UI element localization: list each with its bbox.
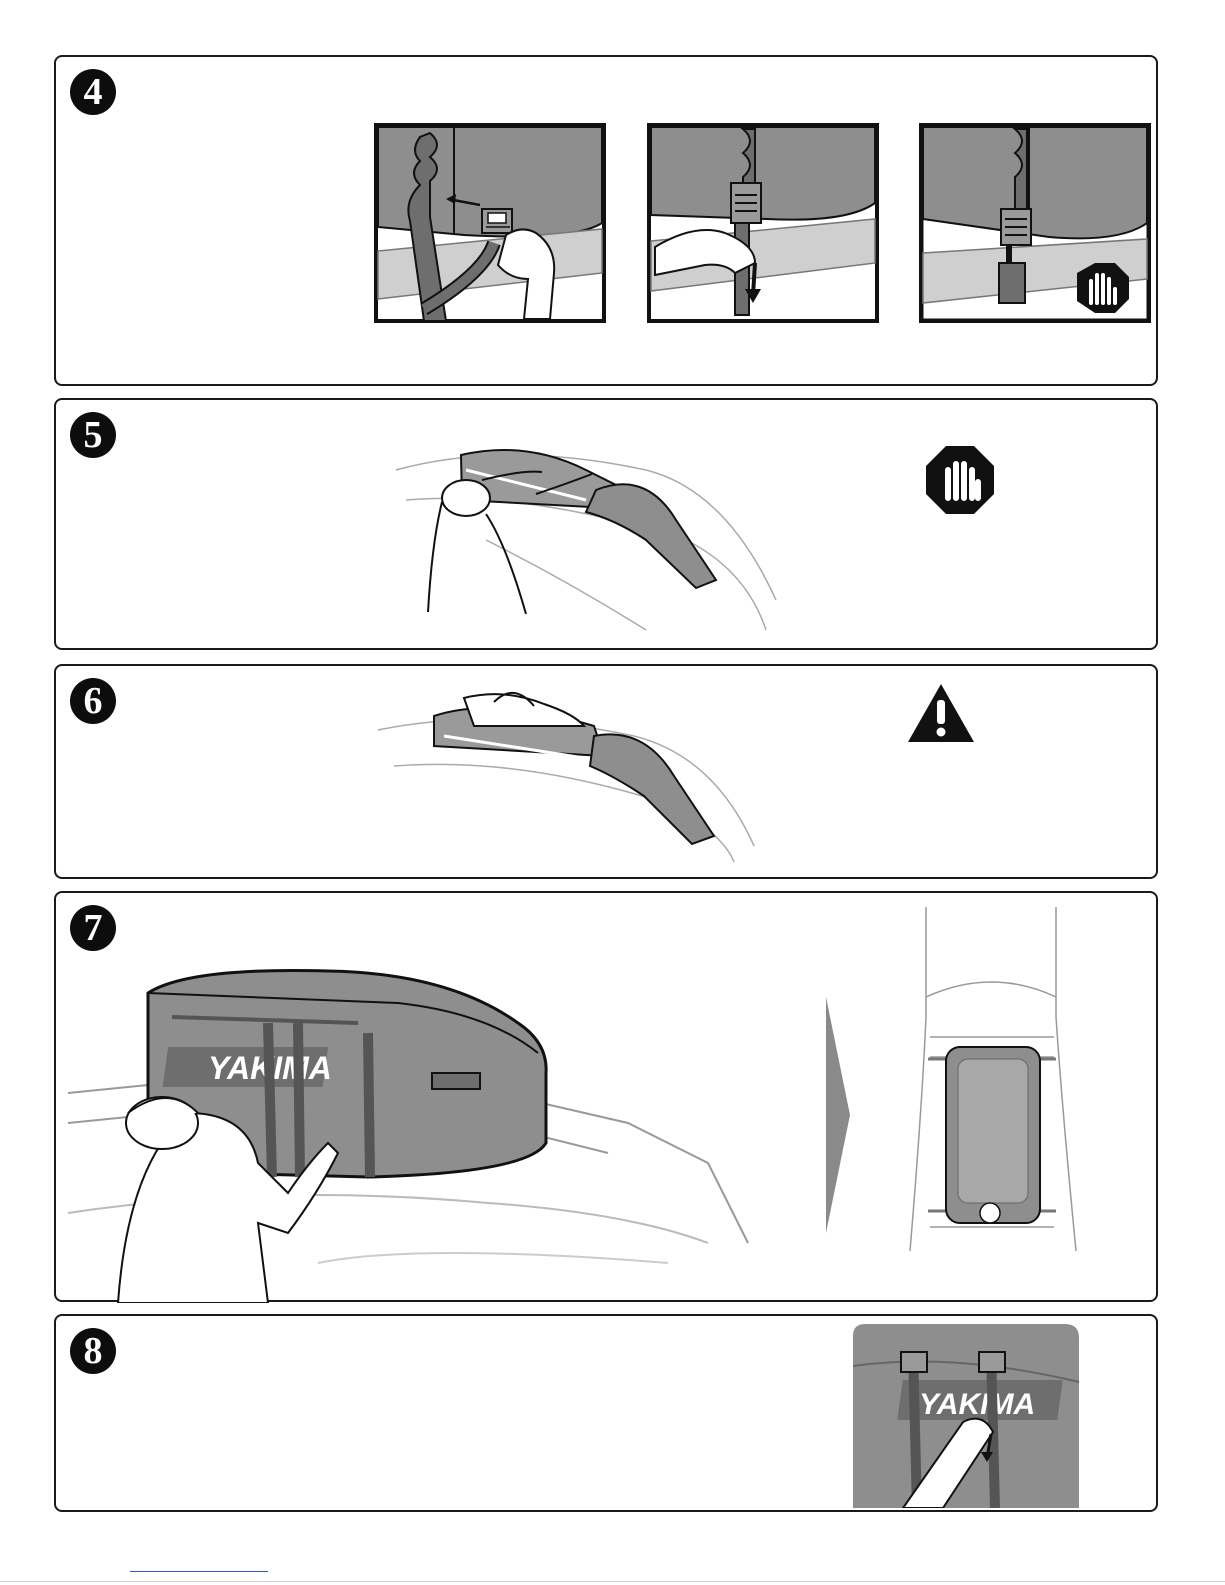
step-7-number: 7 xyxy=(70,905,116,951)
step-7-panel: 7 YAKIMA xyxy=(54,891,1158,1302)
step-5-panel: 5 xyxy=(54,398,1158,650)
step-8-number: 8 xyxy=(70,1328,116,1374)
step-7-illustration-top-view xyxy=(906,907,1078,1253)
step-6-panel: 6 xyxy=(54,664,1158,879)
stop-hand-icon xyxy=(924,444,996,516)
step-8-panel: 8 YAKIMA xyxy=(54,1314,1158,1512)
step-7-illustration-zip-bag: YAKIMA xyxy=(68,963,758,1303)
step-8-illustration-tighten-straps: YAKIMA xyxy=(853,1322,1080,1508)
footer-divider xyxy=(0,1581,1225,1582)
step-4-illustration-buckle-secured xyxy=(919,123,1151,323)
step-6-number: 6 xyxy=(70,678,116,724)
yakima-logo: YAKIMA xyxy=(919,1388,1035,1421)
step-4-illustration-pull-strap xyxy=(647,123,879,323)
step-4-illustration-attach-buckle xyxy=(374,123,606,323)
step-5-illustration-unroll-bag xyxy=(386,430,786,640)
warning-triangle-icon xyxy=(906,682,976,744)
step-6-illustration-load-bag xyxy=(374,686,764,866)
step-4-panel: 4 xyxy=(54,55,1158,386)
step-4-number: 4 xyxy=(70,69,116,115)
arrow-right-icon xyxy=(826,997,852,1233)
step-5-number: 5 xyxy=(70,412,116,458)
footer-link-underline[interactable] xyxy=(130,1571,268,1572)
